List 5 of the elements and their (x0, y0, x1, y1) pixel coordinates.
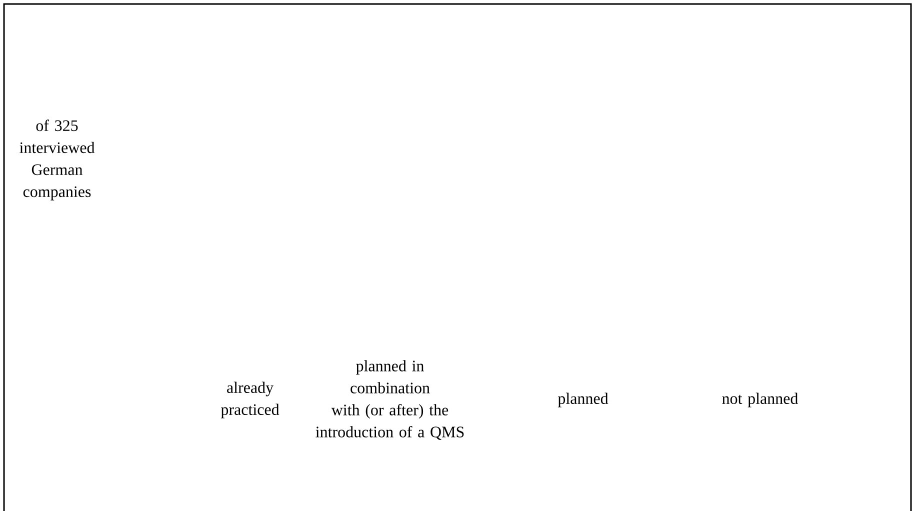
cell-text: already practiced (220, 382, 280, 418)
cell-text: not planned (722, 392, 798, 408)
cell-text: planned in combination with (or after) the introduction of a QMS (316, 360, 464, 440)
cell-text: planned (558, 392, 608, 408)
cell-text: of 325 interviewed German companies (20, 120, 95, 200)
